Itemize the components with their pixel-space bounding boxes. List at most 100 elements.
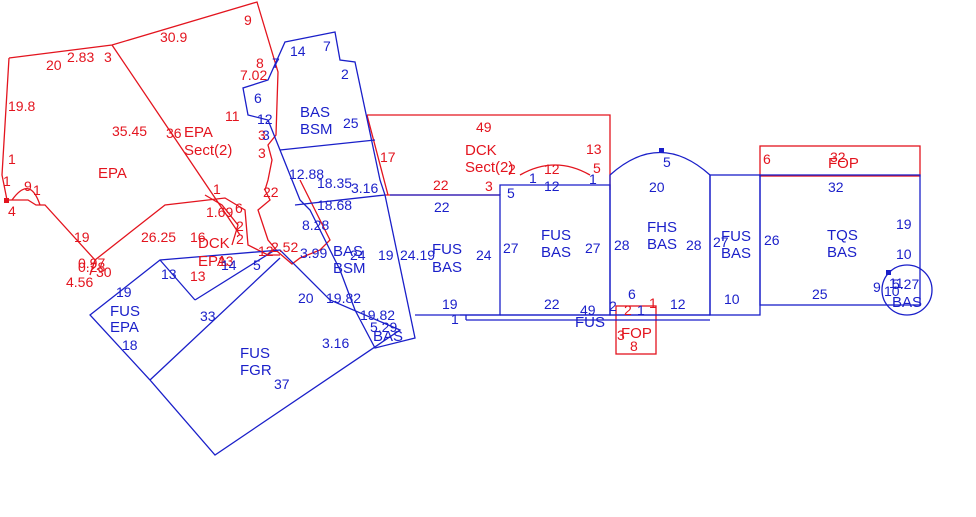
dimension-label: 3.16 [351,180,378,196]
marker-square [659,148,664,153]
dimension-label: 2 [236,231,244,247]
dimension-label: 27 [713,234,729,250]
dimension-label: 27 [585,240,601,256]
dimension-label: 7.02 [240,67,267,83]
area-label: FHS [647,219,677,236]
area-label: BAS [892,294,922,311]
fgr-divider [149,257,281,381]
area-labels: EPA EPA Sect(2) DCK EPA FUS EPA FUS FGR … [98,104,922,379]
dimension-label: 14 [221,257,237,273]
marker-square [886,270,891,275]
dimension-label: 4 [8,203,16,219]
dimension-label: 33 [200,308,216,324]
dimension-label: 6 [254,90,262,106]
dimension-label: 17 [380,149,396,165]
dimension-label: 5.27 [892,276,919,292]
dimension-label: 2.83 [67,49,94,65]
area-label: FUS [575,314,605,331]
dimension-label: 10 [884,283,900,299]
dimension-label: 8.28 [302,217,329,233]
dimension-label: 2 [508,161,516,177]
marker-square [4,198,9,203]
dimension-label: 22 [263,184,279,200]
bas-bsm-outline [242,31,416,349]
dimension-label: 2 [609,298,617,314]
dimension-label: 1 [451,311,459,327]
area-label: DCK [198,235,230,252]
fus-bas-1-outline [390,194,501,316]
epa-arc [11,188,41,206]
dimension-label: 12 [257,111,273,127]
dimension-label: 3 [485,178,493,194]
dimension-label: 25 [812,286,828,302]
dimension-label: 3 [258,145,266,161]
dimension-label: 5 [507,185,515,201]
dimension-label: 5 [663,154,671,170]
dimension-label: 1 [637,302,645,318]
dimension-label: 12.88 [289,166,324,182]
dimension-label: 13 [586,141,602,157]
dimension-label: 1.69 [206,204,233,220]
markers [4,148,891,275]
dimension-label: 37 [274,376,290,392]
dimension-label: 2 [341,66,349,82]
dimension-label: 22 [434,199,450,215]
area-label: BAS [827,244,857,261]
dimension-label: 13 [161,266,177,282]
dimension-label: 6 [628,286,636,302]
dimension-label: 22 [433,177,449,193]
dimension-label: 12 [670,296,686,312]
dimension-label: 7 [272,55,280,71]
dimension-label: 18.68 [317,197,352,213]
dimension-label: 20 [649,179,665,195]
area-label: EPA [184,124,213,141]
fus-epa-divider-2 [194,249,276,301]
dimension-label: 19.8 [8,98,35,114]
dimension-label: 12 [258,243,274,259]
dimension-label: 24.19 [400,247,435,263]
dimension-label: 2 [624,302,632,318]
dimension-label: 12 [544,161,560,177]
dimension-label: 19 [116,284,132,300]
dimension-label: 36 [166,125,182,141]
fus-fgr-outline [89,249,402,456]
dimension-label: 49 [476,119,492,135]
dimension-label: 2 [236,218,244,234]
dimension-label: 3 [617,327,625,343]
dimension-label: 20 [298,290,314,306]
epa-outline [8,1,331,265]
area-label: TQS [827,227,858,244]
bas-bsm-inner-2 [294,194,386,206]
dimension-label: 6 [235,200,243,216]
dimension-label: 11 [225,108,240,124]
dimension-label: 19 [74,229,90,245]
fop-small-outline [615,305,657,355]
blue-outlines [89,31,933,456]
area-label: FUS [541,227,571,244]
dimension-label: 10 [724,291,740,307]
dimension-label: 28 [686,237,702,253]
dimension-label: 11 [889,275,904,291]
area-label: BAS [721,245,751,262]
dimension-label: 2.52 [271,239,298,255]
fus-epa-divider [159,259,196,301]
dimension-label: 32 [830,149,846,165]
area-label: FUS [240,345,270,362]
dck-arc [519,164,591,176]
area-label: BAS [333,243,363,260]
dimension-label: 19.82 [326,290,361,306]
dimension-label: 19 [378,247,394,263]
area-label: FUS [432,241,462,258]
dimension-label: 3 [258,127,266,143]
area-label: BSM [333,260,366,277]
dimension-label: 13 [190,268,206,284]
dimension-label: 6 [763,151,771,167]
area-label: FUS [721,228,751,245]
dimension-label: 9 [873,279,881,295]
area-label: BAS [647,236,677,253]
dimension-label: 25 [343,115,359,131]
area-label: BAS [300,104,330,121]
dimension-label: 27 [503,240,519,256]
dimension-label: 30 [96,264,112,280]
